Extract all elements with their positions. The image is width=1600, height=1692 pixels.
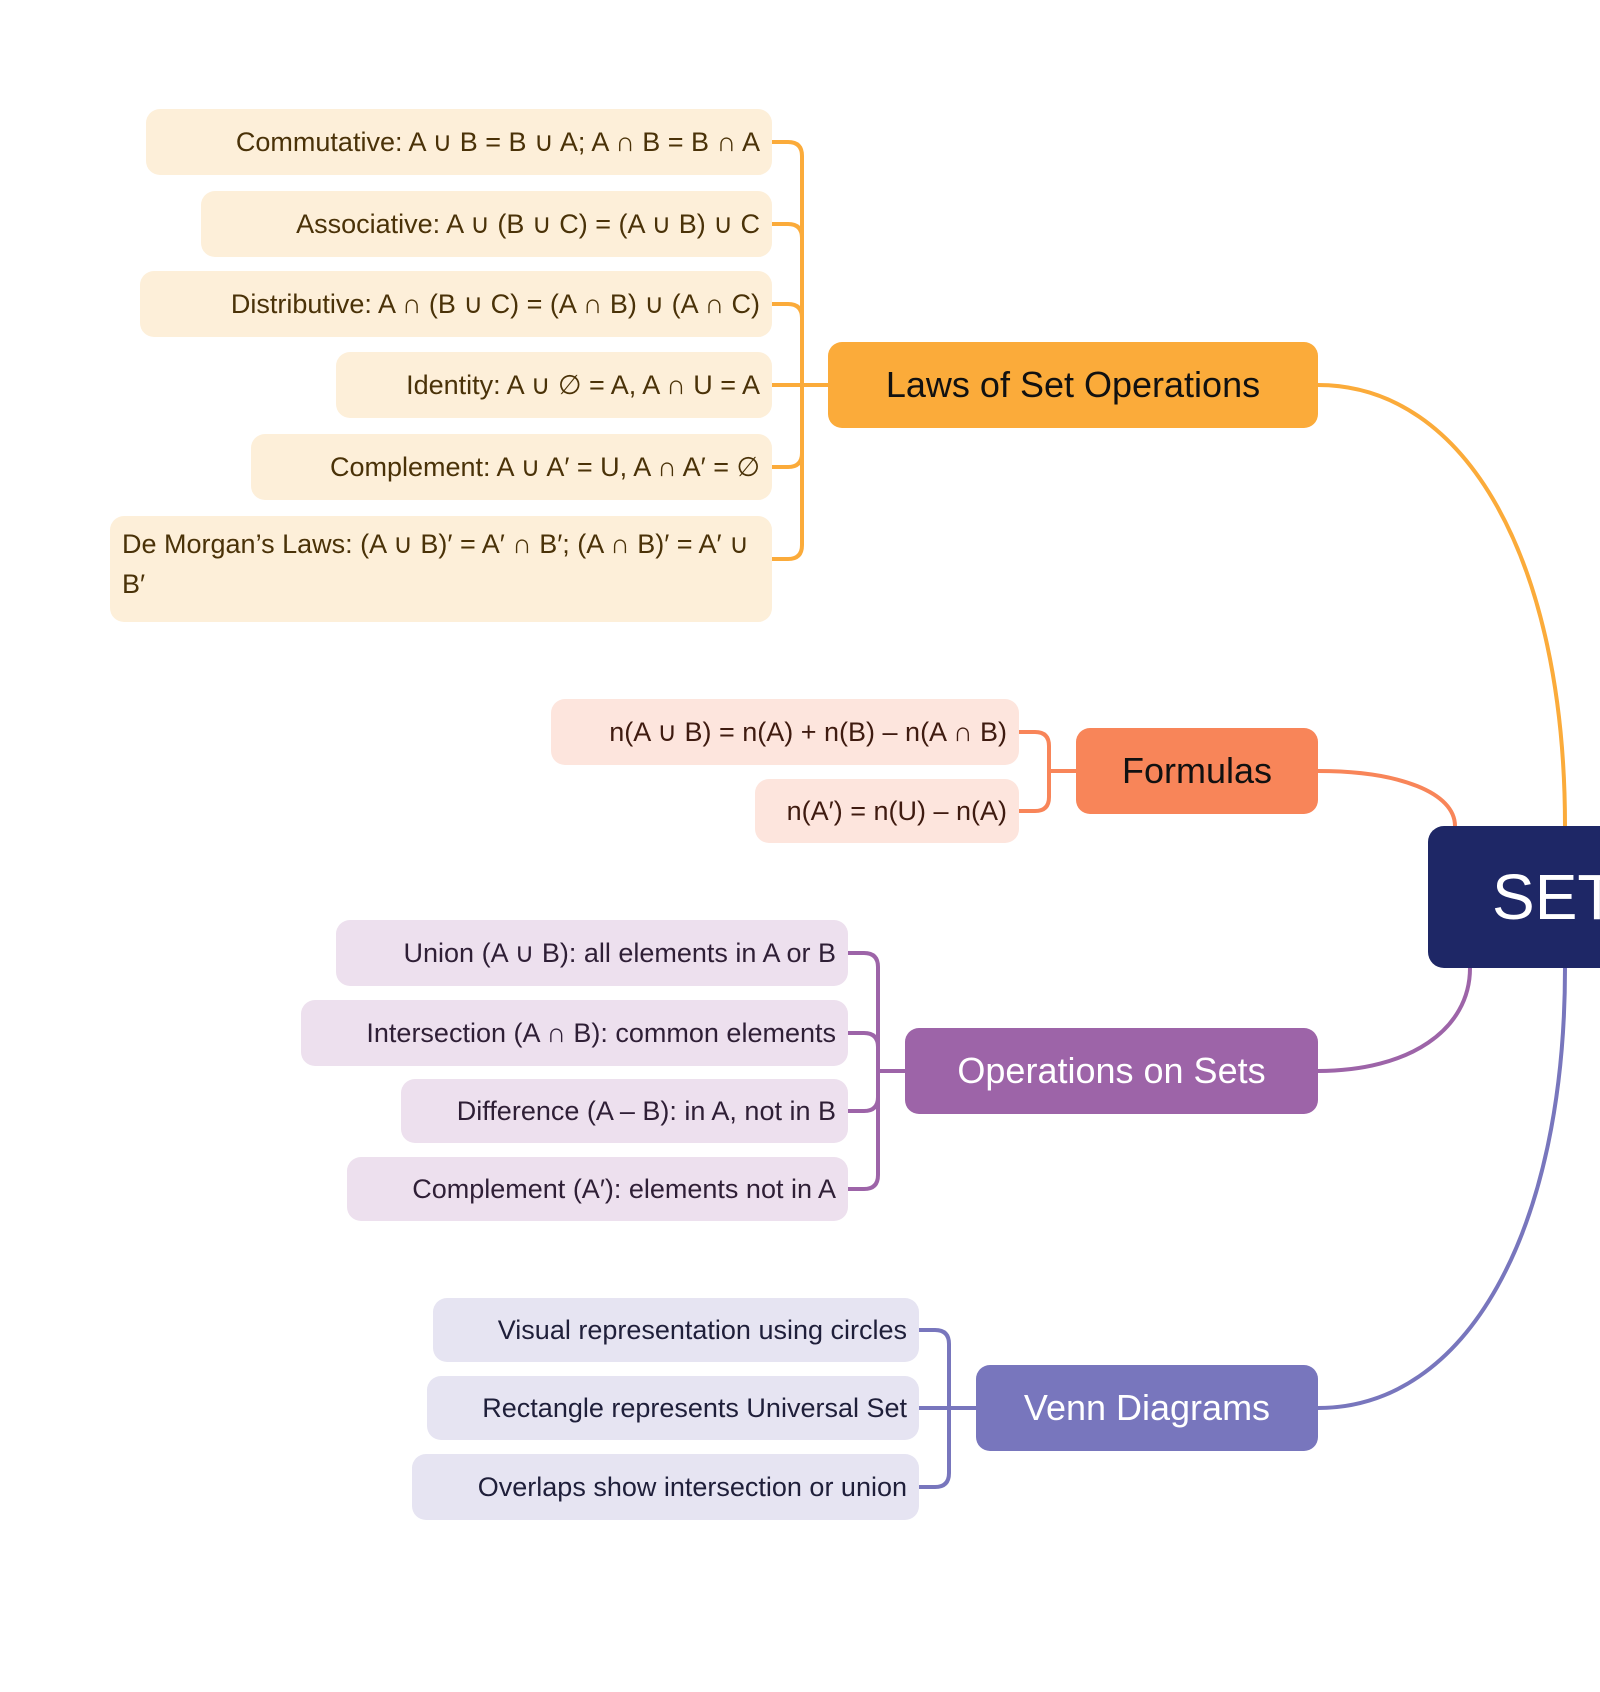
connector-leaf-de-morgans-laws: [770, 383, 804, 561]
branch-label: Laws of Set Operations: [885, 364, 1261, 405]
branch-operations-on-sets[interactable]: Operations on Sets: [905, 1028, 1318, 1114]
leaf-complement-law[interactable]: Complement: A ∪ A′ = U, A ∩ A′ = ∅: [251, 434, 772, 500]
connector-leaf-commutative: [770, 140, 804, 387]
connector-leaf-complement-count-formula: [1017, 769, 1051, 813]
leaf-complement-count-formula[interactable]: n(A′) = n(U) – n(A): [755, 779, 1019, 843]
leaf-commutative[interactable]: Commutative: A ∪ B = B ∪ A; A ∩ B = B ∩ …: [146, 109, 772, 175]
leaf-difference[interactable]: Difference (A – B): in A, not in B: [401, 1079, 848, 1143]
connector-leaf-intersection: [846, 1031, 880, 1073]
leaf-distributive[interactable]: Distributive: A ∩ (B ∪ C) = (A ∩ B) ∪ (A…: [140, 271, 772, 337]
connector-leaf-difference: [846, 1069, 880, 1113]
branch-label: Formulas: [1121, 750, 1273, 791]
connector-leaf-union: [846, 951, 880, 1073]
leaf-identity[interactable]: Identity: A ∪ ∅ = A, A ∩ U = A: [336, 352, 772, 418]
leaf-complement-operation[interactable]: Complement (A′): elements not in A: [347, 1157, 848, 1221]
connector-leaf-complement-operation: [846, 1069, 880, 1191]
root-label: SET: [1492, 861, 1600, 933]
leaf-de-morgans-laws[interactable]: De Morgan’s Laws: (A ∪ B)′ = A′ ∩ B′; (A…: [110, 516, 772, 622]
leaf-union[interactable]: Union (A ∪ B): all elements in A or B: [336, 920, 848, 986]
leaf-visual-representation[interactable]: Visual representation using circles: [433, 1298, 919, 1362]
branch-formulas[interactable]: Formulas: [1076, 728, 1318, 814]
connector-branch-venn-diagrams-to-root: [1316, 966, 1567, 1410]
root-node-set[interactable]: SET: [1428, 826, 1600, 968]
branch-laws-of-set-operations[interactable]: Laws of Set Operations: [828, 342, 1318, 428]
leaf-associative[interactable]: Associative: A ∪ (B ∪ C) = (A ∪ B) ∪ C: [201, 191, 772, 257]
leaf-union-count-formula[interactable]: n(A ∪ B) = n(A) + n(B) – n(A ∩ B): [551, 699, 1019, 765]
connector-branch-formulas-to-root: [1316, 769, 1457, 828]
connector-leaf-complement-law: [770, 383, 804, 469]
leaf-overlaps[interactable]: Overlaps show intersection or union: [412, 1454, 919, 1520]
connector-leaf-associative: [770, 222, 804, 387]
connector-leaf-union-count-formula: [1017, 730, 1051, 773]
connector-branch-laws-of-set-operations-to-root: [1316, 383, 1567, 828]
branch-label: Venn Diagrams: [1023, 1387, 1271, 1428]
connector-branch-operations-on-sets-to-root: [1316, 966, 1472, 1073]
branch-venn-diagrams[interactable]: Venn Diagrams: [976, 1365, 1318, 1451]
connector-leaf-distributive: [770, 302, 804, 387]
connector-leaf-overlaps: [917, 1406, 951, 1489]
leaf-universal-set-rectangle[interactable]: Rectangle represents Universal Set: [427, 1376, 919, 1440]
branch-label: Operations on Sets: [957, 1050, 1266, 1091]
connector-leaf-visual-representation: [917, 1328, 951, 1410]
leaf-intersection[interactable]: Intersection (A ∩ B): common elements: [301, 1000, 848, 1066]
